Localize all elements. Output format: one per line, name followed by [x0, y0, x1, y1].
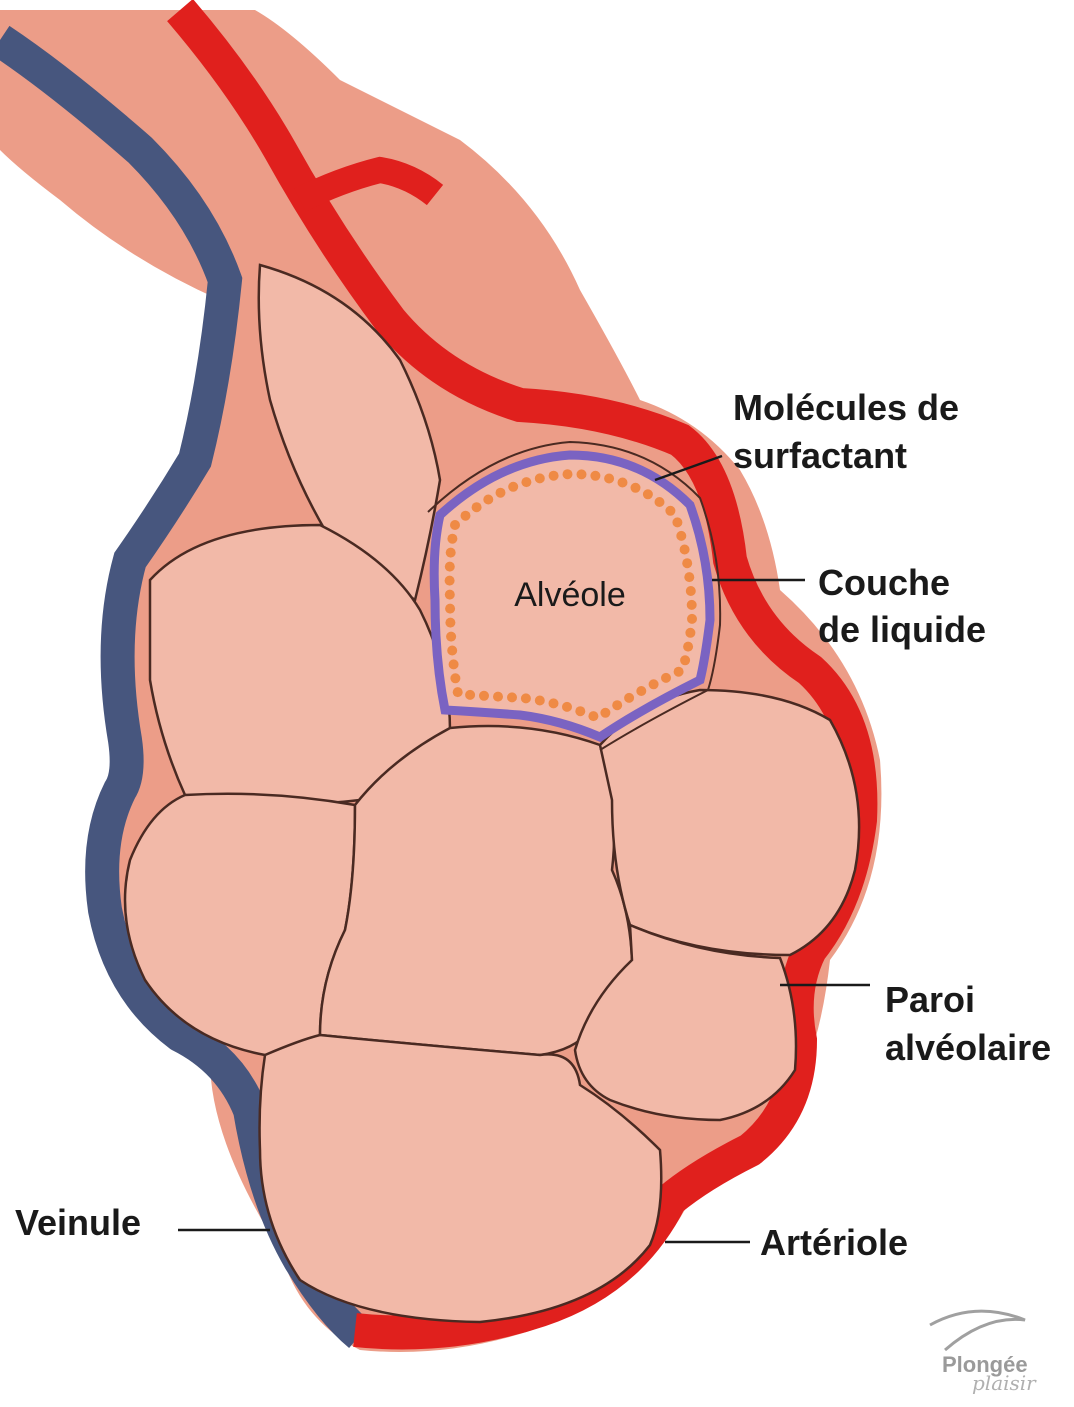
surfactant-dot: [563, 469, 573, 479]
surfactant-dot: [483, 495, 493, 505]
surfactant-dot: [687, 614, 697, 624]
wall-label-line2: alvéolaire: [885, 1027, 1051, 1068]
surfactant-dot: [493, 692, 503, 702]
surfactant-dot: [600, 708, 610, 718]
arteriole-label: Artériole: [760, 1222, 908, 1263]
wall-label-line1: Paroi: [885, 979, 975, 1020]
surfactant-dot: [672, 517, 682, 527]
surfactant-dot: [521, 693, 531, 703]
surfactant-dot: [636, 686, 646, 696]
surfactant-dot: [577, 469, 587, 479]
surfactant-dot: [549, 698, 559, 708]
surfactant-dot: [588, 711, 598, 721]
surfactant-dot: [683, 642, 693, 652]
surfactant-dot: [549, 471, 559, 481]
surfactant-label-line2: surfactant: [733, 435, 907, 476]
surfactant-dot: [508, 482, 518, 492]
surfactant-dot: [612, 700, 622, 710]
surfactant-dot: [445, 618, 455, 628]
surfactant-dot: [643, 489, 653, 499]
surfactant-dot: [604, 474, 614, 484]
surfactant-dot: [631, 483, 641, 493]
surfactant-dot: [680, 545, 690, 555]
surfactant-dot: [479, 691, 489, 701]
surfactant-dot: [446, 632, 456, 642]
surfactant-dot: [496, 488, 506, 498]
surfactant-dot: [686, 586, 696, 596]
surfactant-dot: [687, 600, 697, 610]
surfactant-dot: [472, 502, 482, 512]
surfactant-dot: [450, 520, 460, 530]
surfactant-label-line1: Molécules de: [733, 387, 959, 428]
surfactant-dot: [655, 497, 665, 507]
surfactant-dot: [649, 679, 659, 689]
surfactant-dot: [665, 506, 675, 516]
surfactant-dot: [562, 702, 572, 712]
surfactant-dot: [685, 628, 695, 638]
fluid-label-line1: Couche: [818, 562, 950, 603]
surfactant-dot: [449, 659, 459, 669]
surfactant-dot: [446, 548, 456, 558]
surfactant-dot: [618, 478, 628, 488]
surfactant-dot: [450, 673, 460, 683]
logo-line2: plaisir: [972, 1371, 1037, 1395]
surfactant-dot: [445, 576, 455, 586]
surfactant-dot: [676, 531, 686, 541]
surfactant-dot: [535, 473, 545, 483]
surfactant-dot: [590, 471, 600, 481]
surfactant-dot: [624, 693, 634, 703]
surfactant-dot: [445, 604, 455, 614]
venule-label: Veinule: [15, 1202, 141, 1243]
fluid-label-line2: de liquide: [818, 609, 986, 650]
surfactant-dot: [507, 692, 517, 702]
alveolus-right-upper: [600, 690, 859, 955]
surfactant-dot: [461, 511, 471, 521]
surfactant-dot: [684, 572, 694, 582]
surfactant-dot: [447, 534, 457, 544]
surfactant-dot: [680, 655, 690, 665]
surfactant-dot: [575, 706, 585, 716]
surfactant-dot: [445, 590, 455, 600]
surfactant-dot: [661, 673, 671, 683]
surfactant-dot: [521, 477, 531, 487]
surfactant-dot: [445, 562, 455, 572]
surfactant-dot: [674, 667, 684, 677]
surfactant-dot: [465, 690, 475, 700]
surfactant-dot: [535, 696, 545, 706]
alveolus-label: Alvéole: [514, 576, 626, 614]
surfactant-dot: [682, 558, 692, 568]
surfactant-dot: [453, 687, 463, 697]
logo-swoosh-icon: [930, 1311, 1025, 1350]
surfactant-dot: [447, 646, 457, 656]
plongee-plaisir-logo: Plongée plaisir: [930, 1311, 1037, 1395]
